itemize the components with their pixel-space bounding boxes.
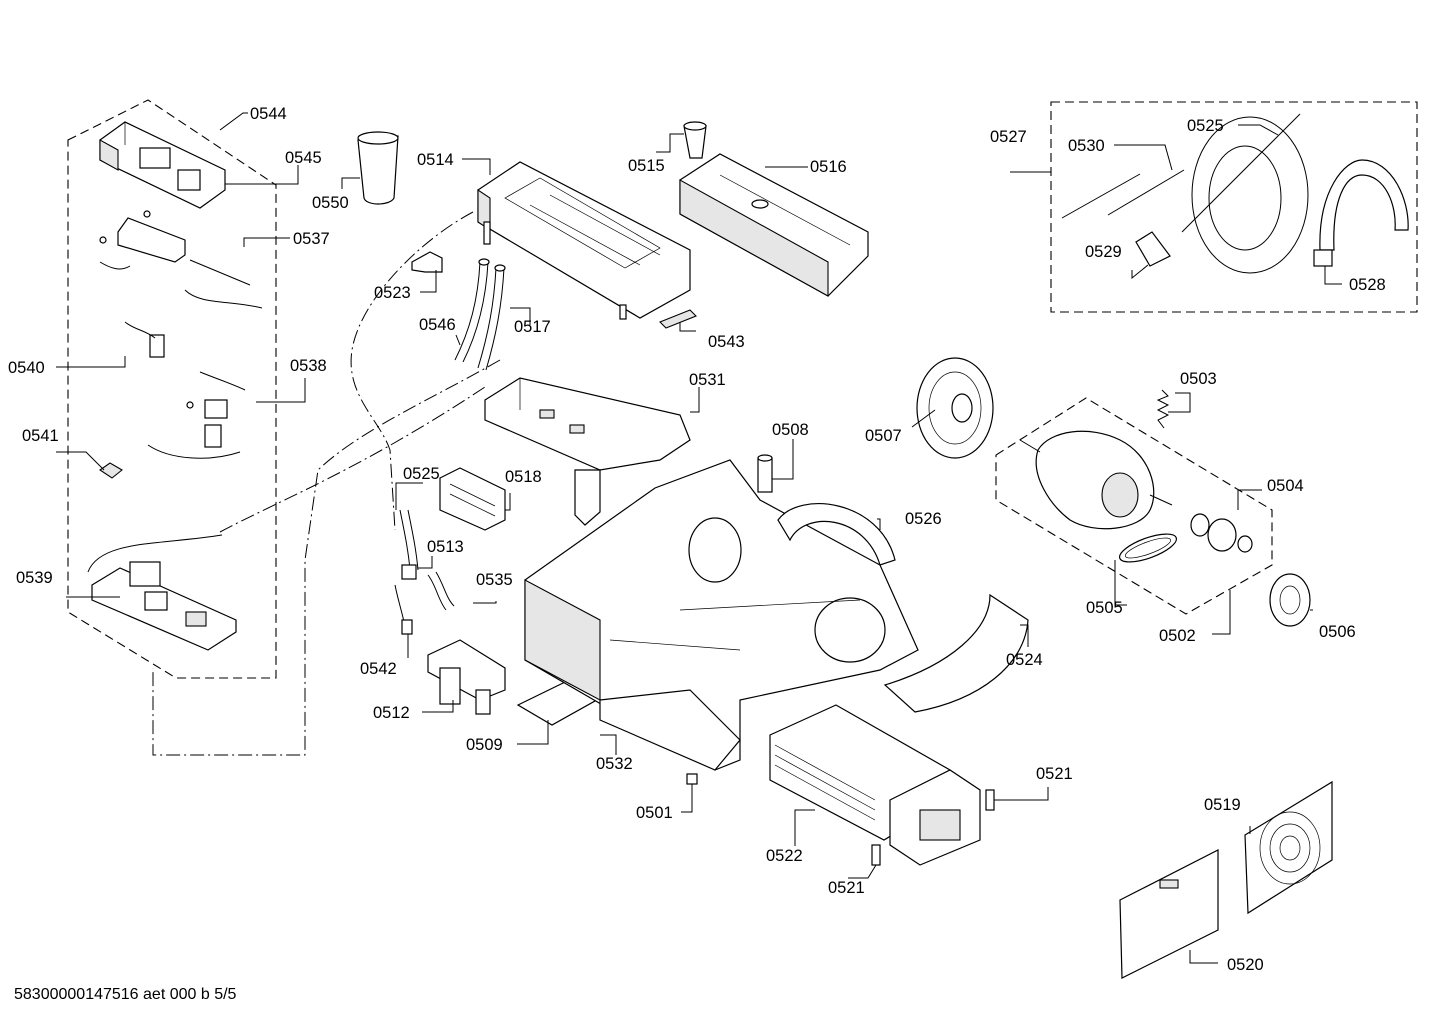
part-0522: [769, 704, 981, 866]
label-0507: 0507: [865, 427, 902, 445]
part-0523: [411, 251, 443, 273]
part-0513: [401, 564, 417, 580]
part-0520-panel: [1119, 849, 1219, 979]
label-0513: 0513: [427, 538, 464, 556]
label-0521-a: 0521: [1036, 765, 1073, 783]
label-0540: 0540: [8, 359, 45, 377]
label-0506: 0506: [1319, 623, 1356, 641]
label-0518: 0518: [505, 468, 542, 486]
label-0531: 0531: [689, 371, 726, 389]
label-0522: 0522: [766, 847, 803, 865]
part-0519-cover: [1244, 780, 1333, 915]
label-0501: 0501: [636, 804, 673, 822]
label-0503: 0503: [1180, 370, 1217, 388]
part-0540: [124, 321, 165, 358]
part-0512: [427, 639, 506, 715]
part-0526: [777, 503, 896, 566]
label-0532: 0532: [596, 755, 633, 773]
label-0541: 0541: [22, 427, 59, 445]
part-0508: [757, 454, 773, 493]
part-0546-0517: [454, 258, 506, 371]
part-0543: [659, 309, 697, 329]
label-0550: 0550: [312, 194, 349, 212]
part-0503-spring: [1156, 389, 1170, 429]
label-0528: 0528: [1349, 276, 1386, 294]
part-0507-fan: [916, 357, 994, 459]
label-0539: 0539: [16, 569, 53, 587]
label-0525-a: 0525: [403, 465, 440, 483]
part-0528: [1313, 159, 1409, 267]
label-0537: 0537: [293, 230, 330, 248]
label-0508: 0508: [772, 421, 809, 439]
label-0527: 0527: [990, 128, 1027, 146]
label-0524: 0524: [1006, 651, 1043, 669]
label-0505: 0505: [1086, 599, 1123, 617]
label-0526: 0526: [905, 510, 942, 528]
label-0514: 0514: [417, 151, 454, 169]
part-0538: [147, 371, 246, 459]
label-0544: 0544: [250, 105, 287, 123]
part-0537: [99, 210, 263, 309]
label-0521-b: 0521: [828, 879, 865, 897]
label-0545: 0545: [285, 149, 322, 167]
part-0544: [99, 121, 226, 209]
label-0517: 0517: [514, 318, 551, 336]
label-0502: 0502: [1159, 627, 1196, 645]
part-0541: [99, 462, 123, 479]
label-0520: 0520: [1227, 956, 1264, 974]
left-group-boundary: [67, 99, 277, 679]
motor-group-boundary: [995, 397, 1273, 615]
part-0518: [439, 467, 506, 531]
label-0538: 0538: [290, 357, 327, 375]
hose-route-line-2: [152, 359, 501, 756]
label-0542: 0542: [360, 660, 397, 678]
part-0530: [1061, 169, 1185, 219]
label-0535: 0535: [476, 571, 513, 589]
part-motor: [1019, 430, 1173, 530]
part-0505-belt: [1119, 533, 1177, 563]
part-0514: [477, 161, 691, 320]
part-0531: [484, 377, 691, 526]
part-0542: [394, 584, 413, 635]
part-0504-pulley: [1190, 513, 1253, 553]
part-0501: [686, 773, 698, 796]
part-0506-fan-wheel: [1269, 573, 1311, 627]
label-0530: 0530: [1068, 137, 1105, 155]
label-0512: 0512: [373, 704, 410, 722]
document-reference: 58300000147516 aet 000 b 5/5: [14, 986, 237, 1003]
label-0529: 0529: [1085, 243, 1122, 261]
part-0535: [427, 571, 455, 611]
label-0509: 0509: [466, 736, 503, 754]
label-0515: 0515: [628, 157, 665, 175]
label-0519: 0519: [1204, 796, 1241, 814]
label-0525-b: 0525: [1187, 117, 1224, 135]
part-0539: [87, 534, 237, 651]
label-0543: 0543: [708, 333, 745, 351]
part-0524: [883, 593, 1029, 713]
hose-route-line-3: [219, 384, 489, 533]
label-0504: 0504: [1267, 477, 1304, 495]
hose-route-line: [350, 211, 474, 531]
label-0523: 0523: [374, 284, 411, 302]
part-0529: [1135, 231, 1171, 267]
label-0516: 0516: [810, 158, 847, 176]
part-0525-hose-coil: [1181, 113, 1309, 274]
part-0532-base: [524, 459, 919, 771]
part-0516: [679, 153, 869, 297]
label-0546: 0546: [419, 316, 456, 334]
leader-lines: [56, 112, 1342, 964]
part-0515: [683, 121, 707, 159]
part-0550: [357, 131, 399, 205]
part-0525-hose: [399, 509, 419, 571]
accessory-group-boundary: [1050, 101, 1418, 313]
